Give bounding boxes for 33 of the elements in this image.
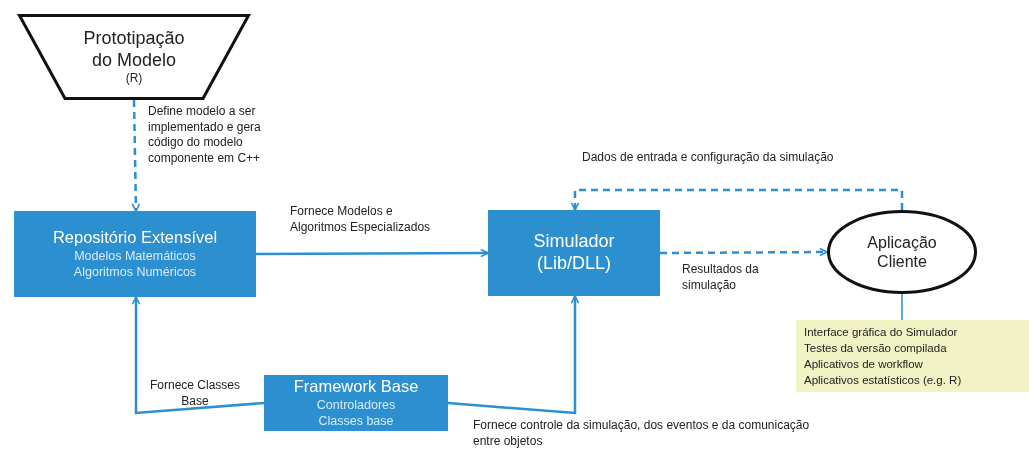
process-box [264,375,448,431]
note-line: Testes da versão compilada [804,340,948,356]
edge-label: Dados de entrada e configuração da simulação [582,150,835,166]
node-title: Prototipação do Modelo [82,28,186,72]
edge-label: Fornece Modelos e Algoritmos Especializados [290,204,432,236]
note-box [796,320,1029,392]
node-title: Aplicação Cliente [866,232,938,272]
edge-label: Resultados da simulação [682,262,760,294]
note-line: Aplicativos estatísticos (e.g. R) [804,373,963,389]
note-line: Interface gráfica do Simulador [804,324,959,340]
arrow [256,248,489,258]
note-line: Aplicativos de workflow [804,357,924,372]
arrow [447,295,580,415]
arrow [131,99,141,212]
arrow [131,296,265,415]
process-box [14,211,256,297]
edge-label: Fornece controle da simulação, dos eventos e da comunicação entre objetos [473,418,811,450]
node-subtitle: Classes base [318,412,394,430]
node-subtitle: Modelos Matemáticos [74,247,196,264]
arrow [660,247,828,257]
node-subtitle: Controladores [316,396,396,413]
node-title: Framework Base [293,376,419,397]
process-box [488,210,660,296]
arrow [570,188,904,211]
node-title: Simulador (Lib/DLL) [532,231,616,275]
trapezoid-node [18,14,250,100]
node-subtitle: (R) [125,71,143,86]
node-subtitle: Algoritmos Numéricos [73,263,197,281]
edge-label: Define modelo a ser implementado e gera código do modelo componente em C++ [148,104,262,167]
node-title: Repositório Extensível [52,227,218,248]
edge-label: Fornece Classes Base [148,378,241,410]
connector-line [901,293,903,321]
ellipse-node [827,210,977,294]
